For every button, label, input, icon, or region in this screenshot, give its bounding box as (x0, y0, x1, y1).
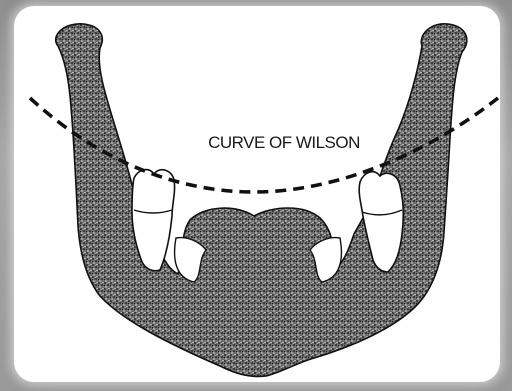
curve-of-wilson-label: CURVE OF WILSON (169, 133, 399, 153)
mandible-diagram (14, 6, 500, 382)
mandible-bone (56, 24, 467, 377)
diagram-card: CURVE OF WILSON (14, 6, 500, 382)
